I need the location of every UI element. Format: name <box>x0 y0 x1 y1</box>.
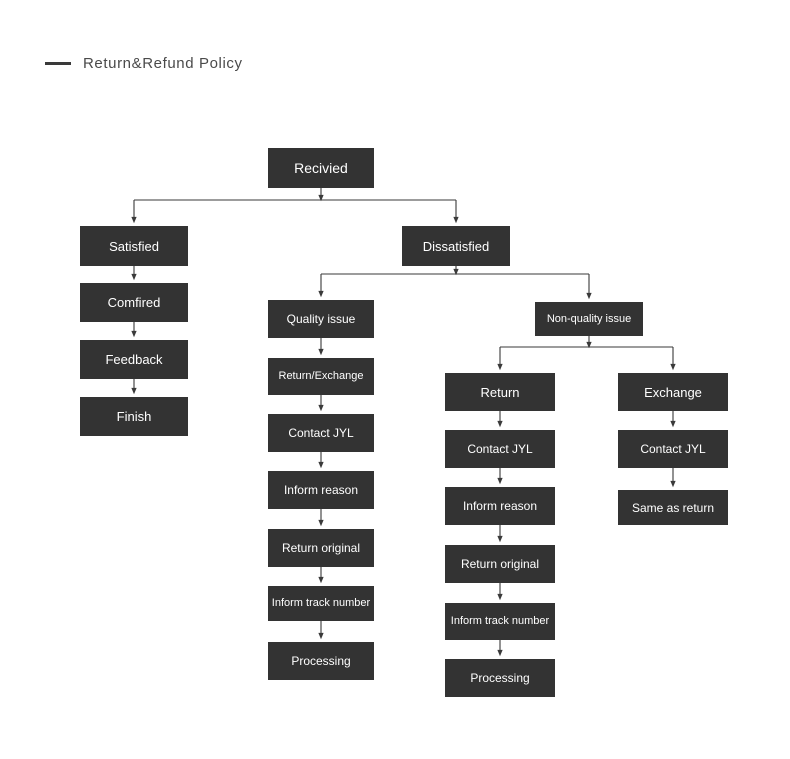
flow-node-label: Contact JYL <box>288 426 354 440</box>
flow-node-q-contact-jyl[interactable]: Contact JYL <box>268 414 374 452</box>
flow-node-q-inform-track[interactable]: Inform track number <box>268 586 374 621</box>
flow-node-e-same-as-return[interactable]: Same as return <box>618 490 728 525</box>
flow-node-finish[interactable]: Finish <box>80 397 188 436</box>
flow-node-q-processing[interactable]: Processing <box>268 642 374 680</box>
flow-node-label: Recivied <box>294 160 348 176</box>
flow-node-label: Processing <box>291 654 351 668</box>
flow-node-e-contact-jyl[interactable]: Contact JYL <box>618 430 728 468</box>
flow-node-quality-issue[interactable]: Quality issue <box>268 300 374 338</box>
flow-node-label: Satisfied <box>109 238 159 254</box>
flow-node-label: Processing <box>470 671 530 685</box>
flow-node-label: Return original <box>281 541 361 555</box>
flow-node-feedback[interactable]: Feedback <box>80 340 188 379</box>
flow-node-label: Same as return <box>631 500 715 515</box>
flow-node-q-return-orig[interactable]: Return original <box>268 529 374 567</box>
flow-node-r-inform-track[interactable]: Inform track number <box>445 603 555 640</box>
flow-node-label: Contact JYL <box>467 442 533 456</box>
flow-node-comfired[interactable]: Comfired <box>80 283 188 322</box>
flow-node-q-inform-reason[interactable]: Inform reason <box>268 471 374 509</box>
page-title-text: Return&Refund Policy <box>83 55 243 72</box>
flow-node-r-contact-jyl[interactable]: Contact JYL <box>445 430 555 468</box>
flow-node-label: Contact JYL <box>640 442 706 456</box>
flow-node-label: Return/Exchange <box>278 370 364 382</box>
page-title: Return&Refund Policy <box>45 55 243 72</box>
flow-node-label: Finish <box>116 409 152 424</box>
flow-node-r-return-orig[interactable]: Return original <box>445 545 555 583</box>
flow-node-exchange[interactable]: Exchange <box>618 373 728 411</box>
flow-node-label: Inform reason <box>283 483 359 497</box>
flow-node-label: Inform reason <box>462 499 538 513</box>
flow-node-r-inform-reason[interactable]: Inform reason <box>445 487 555 525</box>
flow-node-label: Inform track number <box>450 615 550 627</box>
flow-node-label: Non-quality issue <box>546 312 632 325</box>
flow-node-label: Comfired <box>107 295 161 310</box>
flow-node-label: Feedback <box>105 352 163 367</box>
flow-node-r-processing[interactable]: Processing <box>445 659 555 697</box>
flow-node-dissatisfied[interactable]: Dissatisfied <box>402 226 510 266</box>
horizontal-dash-icon <box>45 62 71 65</box>
flow-node-return[interactable]: Return <box>445 373 555 411</box>
flow-node-return-exchange[interactable]: Return/Exchange <box>268 358 374 395</box>
flow-node-label: Quality issue <box>286 312 356 326</box>
flow-node-label: Return original <box>460 557 540 571</box>
flow-node-satisfied[interactable]: Satisfied <box>80 226 188 266</box>
flow-node-label: Dissatisfied <box>422 238 490 254</box>
flow-node-recivied[interactable]: Recivied <box>268 148 374 188</box>
flow-node-label: Exchange <box>644 384 702 400</box>
flow-node-label: Return <box>480 384 520 400</box>
flow-node-label: Inform track number <box>271 597 371 609</box>
flow-node-non-quality[interactable]: Non-quality issue <box>535 302 643 336</box>
